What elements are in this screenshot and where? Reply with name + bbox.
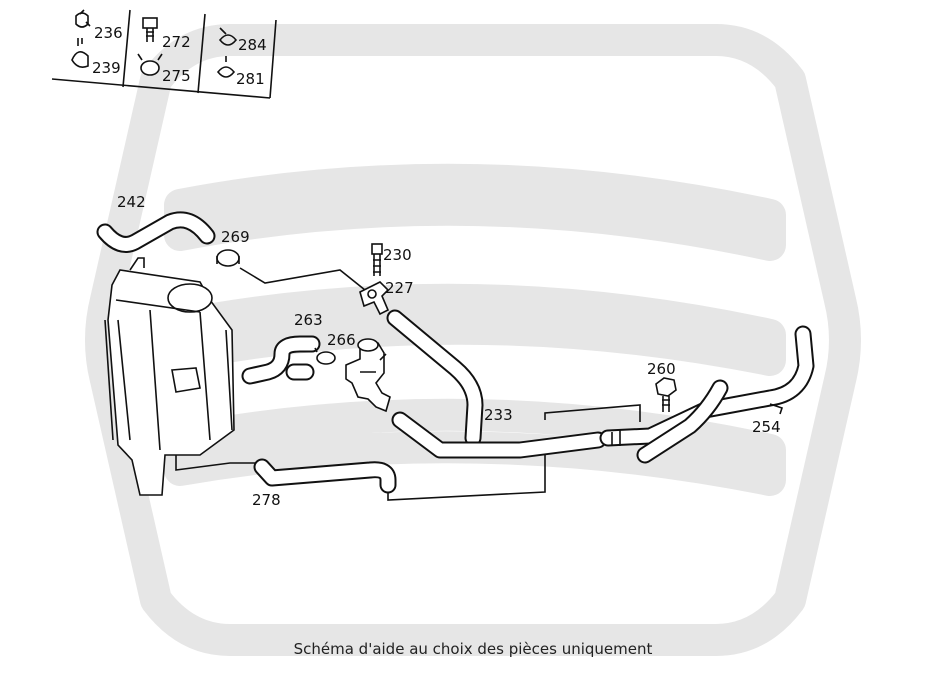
hose-clip-icon: [75, 9, 91, 28]
spring-clip-icon: [218, 27, 238, 46]
bolt-260: [655, 377, 677, 412]
legend-number-284: 284: [238, 36, 267, 54]
clamp-266: [314, 347, 336, 365]
callouts: 242 269 230 227 263 266 233 260 254 278: [117, 193, 781, 509]
hose-clamp-icon: [137, 53, 163, 76]
legend-divider-2: [197, 13, 206, 94]
callout-254: 254: [752, 418, 781, 436]
legend-number-275: 275: [162, 67, 191, 85]
legend-number-281: 281: [236, 70, 265, 88]
thermostat-housing: [345, 338, 391, 413]
t-fitting-227: [359, 281, 390, 316]
clip-icon: [216, 56, 236, 78]
hose-242: [96, 211, 216, 253]
coolant-reservoir: [104, 257, 235, 496]
callout-266: 266: [327, 331, 356, 349]
watermark-stripe-bottom: [164, 398, 786, 496]
legend-number-236: 236: [94, 24, 123, 42]
legend-baseline: [51, 78, 271, 99]
callout-269: 269: [221, 228, 250, 246]
callout-233: 233: [484, 406, 513, 424]
callout-278: 278: [252, 491, 281, 509]
screw-icon: [142, 17, 158, 42]
callout-227: 227: [385, 279, 414, 297]
legend-number-272: 272: [162, 33, 191, 51]
legend-divider-1: [122, 9, 131, 88]
callout-230: 230: [383, 246, 412, 264]
clamp-269: [216, 249, 240, 267]
watermark-stripe-mid: [164, 283, 786, 376]
legend-table: 236 239 272 275 284 281: [51, 9, 277, 99]
bleed-screw-230: [371, 243, 383, 276]
hose-263: [241, 335, 321, 385]
legend-divider-3: [269, 19, 277, 99]
hose-278: [253, 458, 397, 494]
disclaimer-caption: Schéma d'aide au choix des pièces unique…: [293, 640, 653, 658]
callout-260: 260: [647, 360, 676, 378]
callout-263: 263: [294, 311, 323, 329]
pipe-233: [386, 309, 607, 459]
callout-242: 242: [117, 193, 146, 211]
watermark-hexagon: [85, 24, 861, 656]
clamp-icon: [71, 38, 89, 68]
legend-number-239: 239: [92, 59, 121, 77]
watermark-stripe-top: [164, 163, 786, 261]
pipe-254: [599, 325, 815, 464]
